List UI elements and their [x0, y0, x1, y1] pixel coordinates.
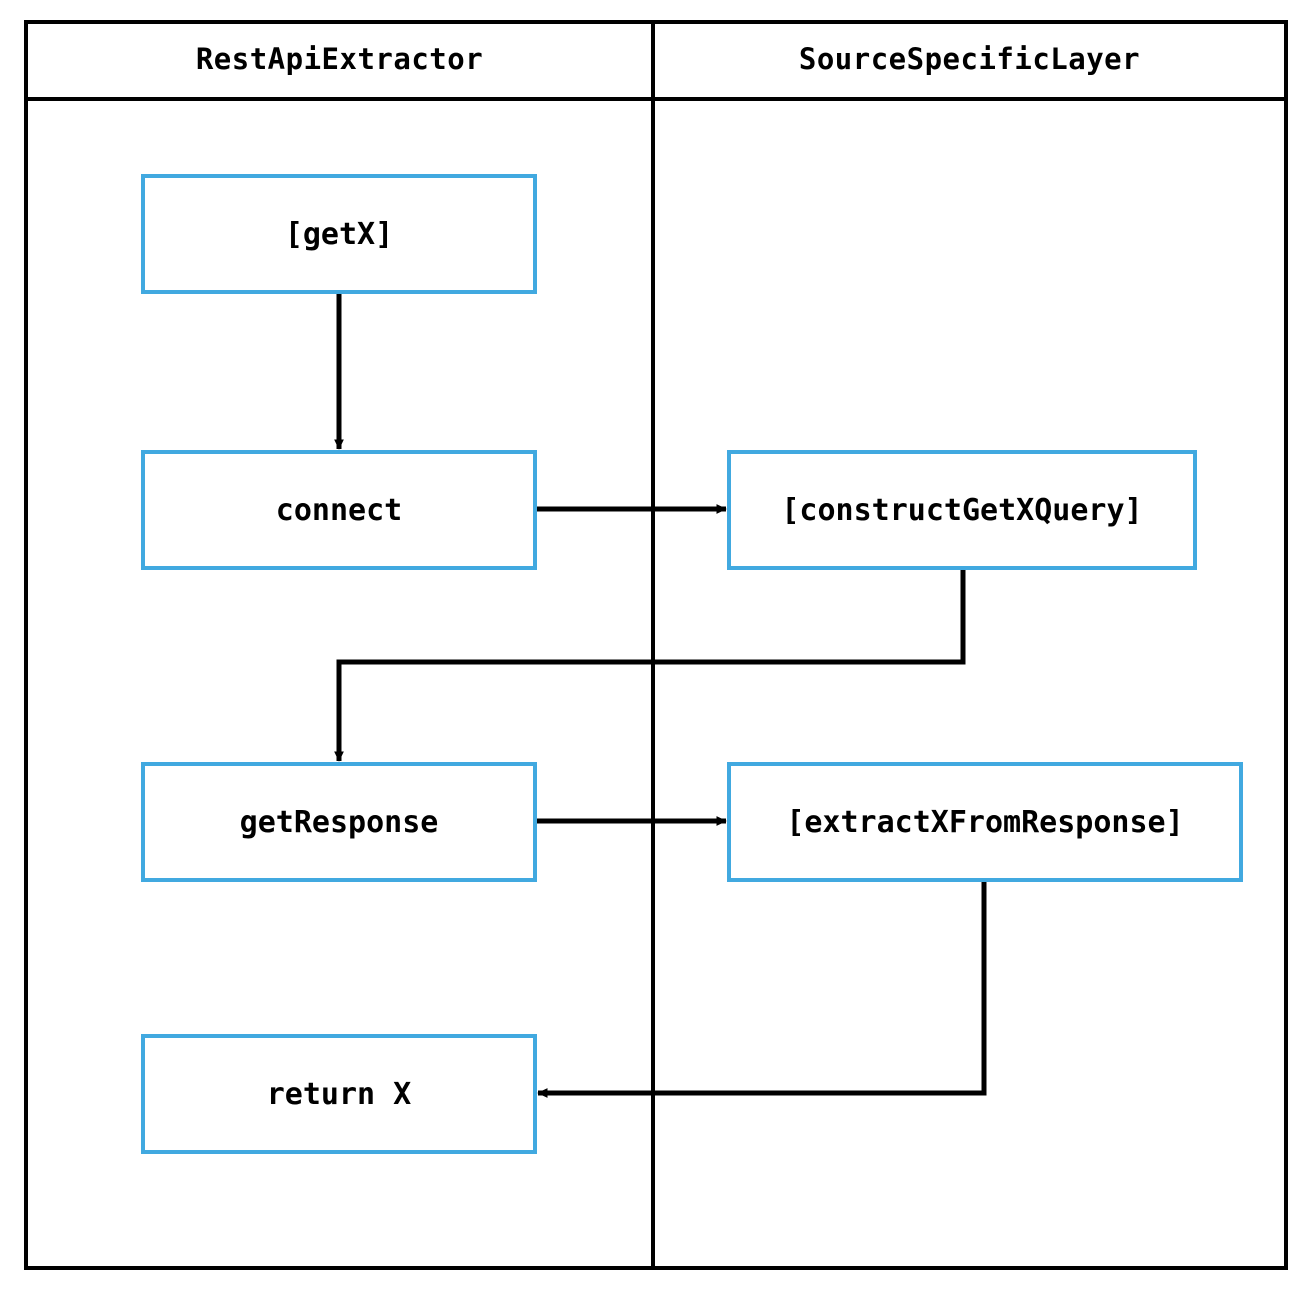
lane-header-rest-api-extractor: RestApiExtractor	[195, 41, 484, 76]
node-get-x[interactable]: [getX]	[141, 174, 537, 294]
node-connect[interactable]: connect	[141, 450, 537, 570]
node-return-x[interactable]: return X	[141, 1034, 537, 1154]
lane-divider	[651, 20, 655, 1270]
lane-header-separator	[24, 97, 1288, 101]
node-get-response[interactable]: getResponse	[141, 762, 537, 882]
node-construct-get-x-query[interactable]: [constructGetXQuery]	[727, 450, 1197, 570]
lane-header-source-specific-layer: SourceSpecificLayer	[798, 41, 1141, 76]
node-extract-x-from-response[interactable]: [extractXFromResponse]	[727, 762, 1243, 882]
